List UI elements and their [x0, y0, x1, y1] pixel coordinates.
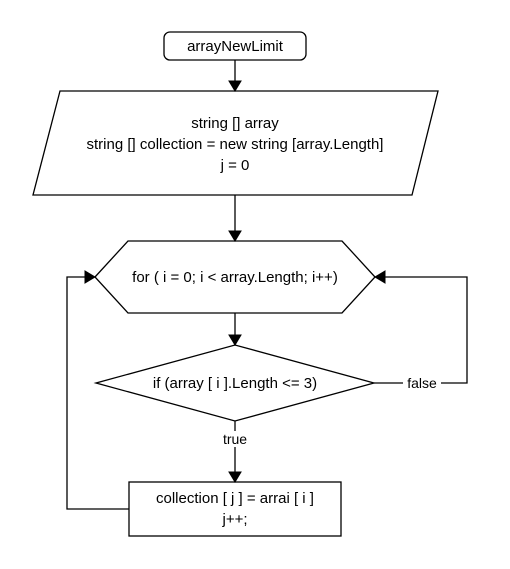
edge-true: true [218, 421, 252, 483]
edge-false-label: false [407, 375, 437, 391]
edge-loop-back [66, 270, 129, 510]
edge-true-label: true [223, 431, 247, 447]
start-node-label: arrayNewLimit [187, 38, 284, 55]
edge-loop-to-condition [228, 313, 242, 346]
condition-node-label: if (array [ i ].Length <= 3) [153, 375, 317, 392]
input-node: string [] array string [] collection = n… [32, 90, 439, 196]
input-line-3: j = 0 [220, 157, 250, 174]
input-line-1: string [] array [191, 115, 279, 132]
edge-input-to-loop [228, 195, 242, 242]
start-node: arrayNewLimit [163, 31, 307, 61]
condition-node: if (array [ i ].Length <= 3) [93, 344, 377, 422]
loop-node: for ( i = 0; i < array.Length; i++) [94, 240, 376, 314]
input-line-2: string [] collection = new string [array… [87, 136, 384, 153]
loop-node-label: for ( i = 0; i < array.Length; i++) [132, 269, 338, 286]
edge-start-to-input [228, 60, 242, 92]
assign-node: collection [ j ] = arrai [ i ] j++; [128, 481, 342, 537]
edge-false: false [374, 270, 468, 391]
assign-line-1: collection [ j ] = arrai [ i ] [156, 490, 314, 507]
assign-line-2: j++; [221, 511, 247, 528]
